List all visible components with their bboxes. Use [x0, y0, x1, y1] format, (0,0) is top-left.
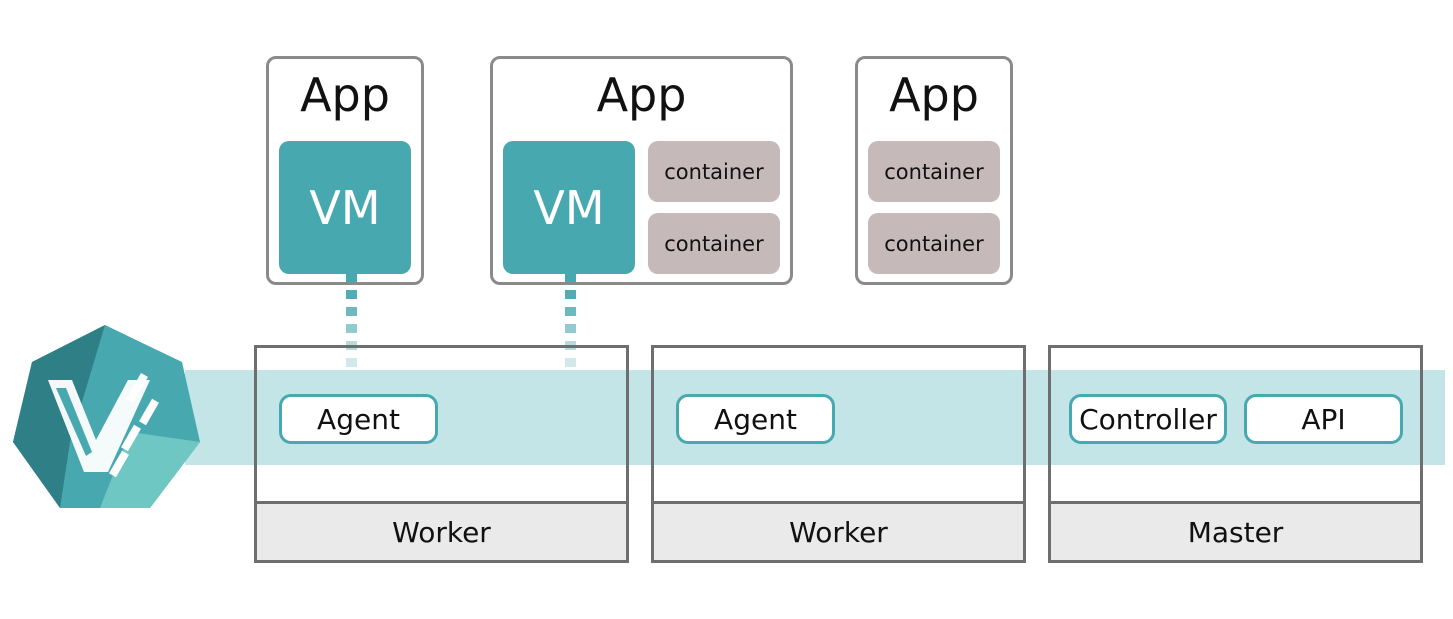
agent-component: Agent	[279, 394, 438, 444]
app-title: App	[596, 68, 687, 122]
master-node: Controller API Master	[1048, 345, 1423, 563]
app-box-1: App VM	[266, 56, 424, 285]
vm-box: VM	[279, 141, 411, 274]
container-box: container	[868, 141, 1000, 202]
agent-component: Agent	[676, 394, 835, 444]
api-component: API	[1244, 394, 1403, 444]
worker-node-2: Agent Worker	[651, 345, 1026, 563]
container-box: container	[868, 213, 1000, 274]
vm-box: VM	[503, 141, 635, 274]
node-label: Worker	[257, 501, 626, 560]
node-label: Worker	[654, 501, 1023, 560]
app-box-3: App container container	[855, 56, 1013, 285]
virtlet-logo-icon	[10, 322, 205, 512]
app-title: App	[300, 68, 390, 122]
node-label: Master	[1051, 501, 1420, 560]
container-box: container	[648, 141, 780, 202]
container-box: container	[648, 213, 780, 274]
app-title: App	[889, 68, 979, 122]
app-box-2: App VM container container	[490, 56, 793, 285]
worker-node-1: Agent Worker	[254, 345, 629, 563]
controller-component: Controller	[1069, 394, 1227, 444]
